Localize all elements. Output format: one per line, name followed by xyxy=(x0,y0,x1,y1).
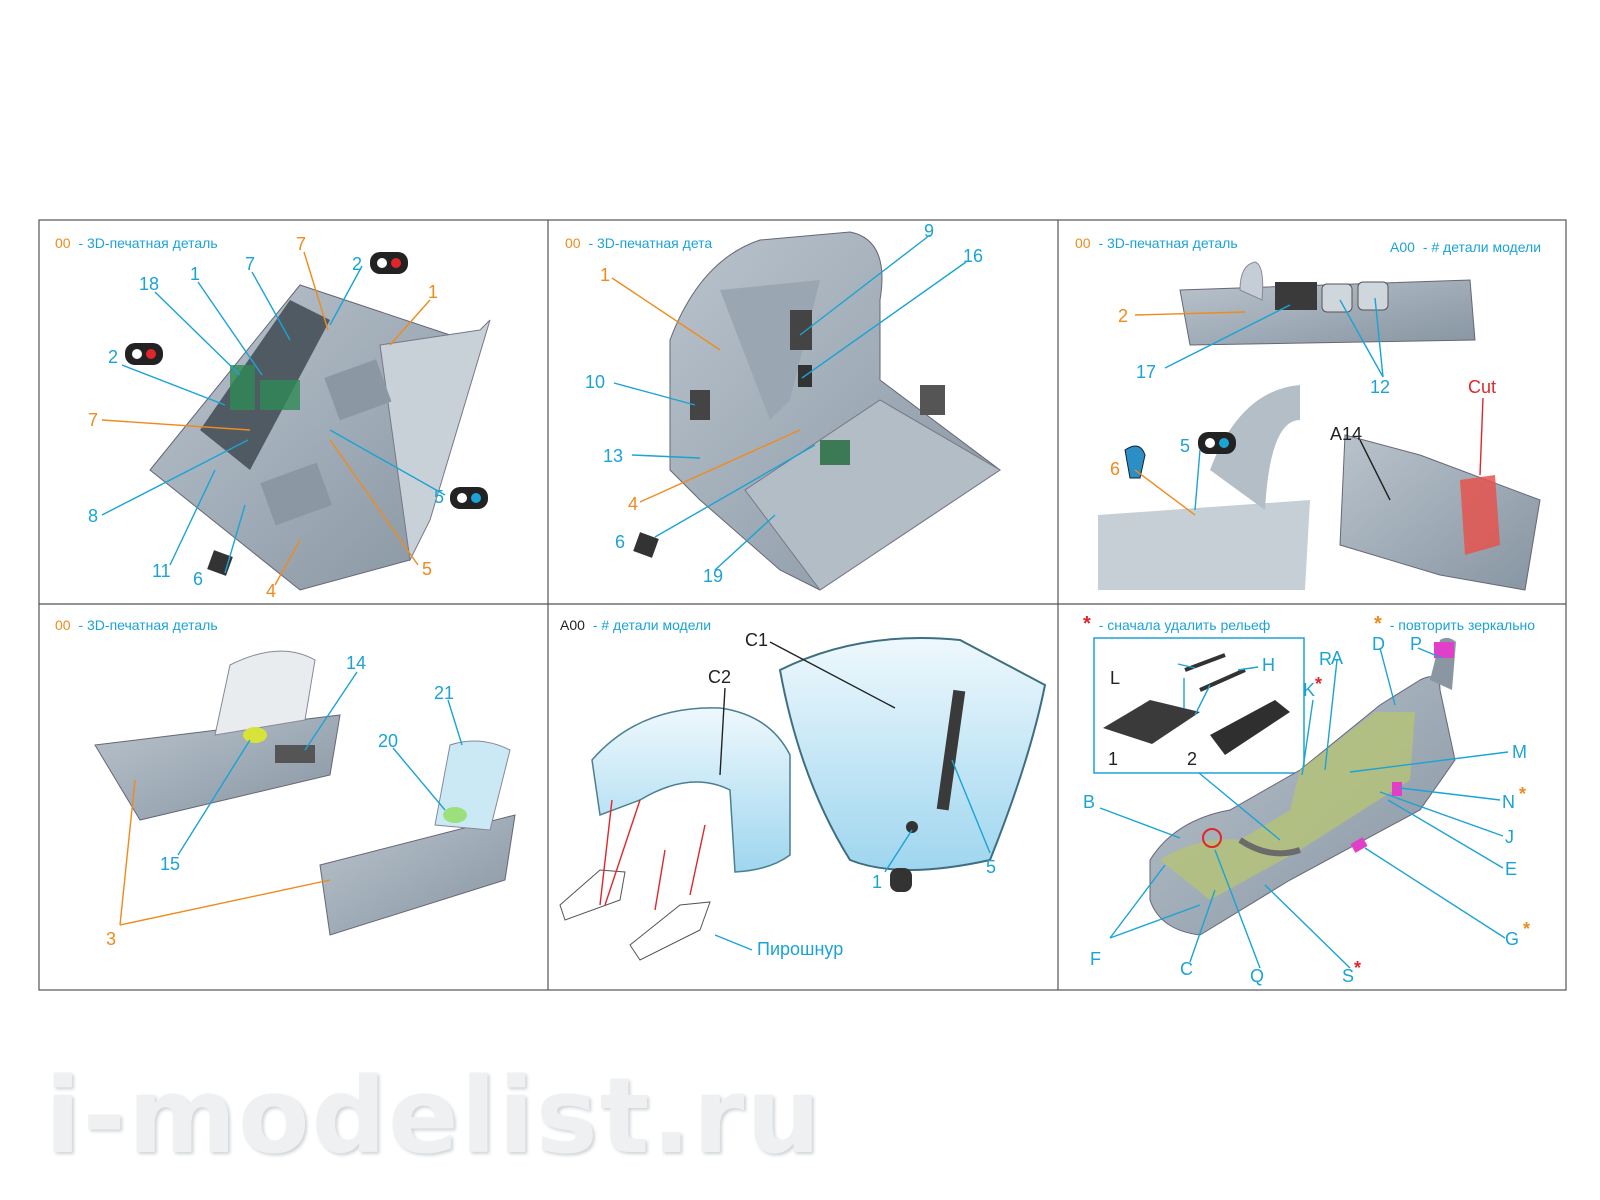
p1-label-8: 8 xyxy=(88,506,98,526)
watermark: i-modelist.ru xyxy=(45,1055,823,1177)
p6-label-B: B xyxy=(1083,792,1095,812)
p6-inset-label-L: L xyxy=(1110,668,1120,688)
p5-label-4: Пирошнур xyxy=(757,939,843,959)
p3-label-2: 12 xyxy=(1370,377,1390,397)
p1-label-7: 7 xyxy=(88,410,98,430)
pyro-cord-decals-illustration xyxy=(559,869,711,961)
p6-inset-label-R: R xyxy=(1319,649,1332,669)
cockpit-tub-rear-illustration xyxy=(669,231,1001,591)
p1-label-12: 5 xyxy=(434,487,444,507)
panel-2: 00 - 3D-печатная дета 9 16 1 10 xyxy=(565,221,1001,591)
p6-label-E: E xyxy=(1505,859,1517,879)
p6-inset-label-2: 2 xyxy=(1187,749,1197,769)
panel1-header: 00 - 3D-печатная деталь xyxy=(55,235,218,251)
p6-label-P: P xyxy=(1410,634,1422,654)
panel6-note-red: * - сначала удалить рельеф xyxy=(1083,613,1270,635)
panel-1: 00 - 3D-печатная деталь xyxy=(55,234,491,601)
p2-label-3: 10 xyxy=(585,372,605,392)
p1-label-10: 6 xyxy=(193,569,203,589)
p6-label-N: N* xyxy=(1502,784,1526,812)
p2-label-0: 9 xyxy=(924,221,934,241)
p1-label-9: 11 xyxy=(152,561,171,581)
p1-label-6: 2 xyxy=(108,347,118,367)
p6-inset-label-H: H xyxy=(1262,655,1275,675)
panel6-note-orange: * - повторить зеркально xyxy=(1374,613,1535,635)
p1-label-0: 7 xyxy=(296,234,306,254)
p4-label-2: 20 xyxy=(378,731,398,751)
cockpit-tub-illustration xyxy=(149,284,491,591)
p2-label-1: 16 xyxy=(963,246,983,266)
p1-label-5: 7 xyxy=(245,254,255,274)
p5-label-2: 1 xyxy=(872,872,882,892)
p3-label-3: Cut xyxy=(1468,377,1496,397)
p1-label-2: 1 xyxy=(428,282,438,302)
p2-label-6: 6 xyxy=(615,532,625,552)
ejection-seat-illustration xyxy=(1149,637,1456,936)
instrument-coaming-rear-illustration xyxy=(319,740,516,936)
p6-label-C: C xyxy=(1180,959,1193,979)
panel-grid xyxy=(38,219,1567,991)
windscreen-c2-illustration xyxy=(591,707,791,873)
panel3-model-header: A00 - # детали модели xyxy=(1390,239,1541,255)
panel3-header: 00 - 3D-печатная деталь xyxy=(1075,235,1238,251)
p1-label-3: 18 xyxy=(139,274,159,294)
p6-label-D: D xyxy=(1372,634,1385,654)
p4-label-3: 15 xyxy=(160,854,180,874)
panel2-header: 00 - 3D-печатная дета xyxy=(565,235,712,251)
p6-label-G: G* xyxy=(1505,919,1530,949)
panel-3: 00 - 3D-печатная деталь A00 - # детали м… xyxy=(1075,235,1541,591)
p4-label-1: 21 xyxy=(434,683,454,703)
decal-6-icon xyxy=(207,550,233,576)
p1-label-4: 1 xyxy=(190,264,200,284)
p1-label-13: 5 xyxy=(422,559,432,579)
decal-1-icon xyxy=(890,868,912,892)
p2-label-2: 1 xyxy=(600,265,610,285)
p6-label-A: A xyxy=(1331,648,1343,668)
part-6-icon xyxy=(1124,445,1146,479)
p1-label-11: 4 xyxy=(266,581,276,601)
p3-label-0: 2 xyxy=(1118,306,1128,326)
fuselage-side-illustration xyxy=(1098,385,1310,590)
panel5-header: A00 - # детали модели xyxy=(560,617,711,633)
p6-inset-label-1: 1 xyxy=(1108,749,1118,769)
panel4-header: 00 - 3D-печатная деталь xyxy=(55,617,218,633)
p6-label-M: M xyxy=(1512,742,1527,762)
p3-label-4: A14 xyxy=(1330,424,1362,444)
decal-2b-icon xyxy=(125,343,163,365)
p5-label-0: C1 xyxy=(745,630,768,650)
decal-6-icon xyxy=(633,532,659,558)
p2-label-5: 4 xyxy=(628,494,638,514)
panel-5: A00 - # детали модели C1 C2 xyxy=(559,617,1047,961)
p3-label-5: 5 xyxy=(1180,436,1190,456)
p1-label-1: 2 xyxy=(352,254,362,274)
p6-label-Q: Q xyxy=(1250,966,1264,986)
decal-2-icon xyxy=(370,252,408,274)
canopy-c1-illustration xyxy=(778,637,1047,871)
p6-label-J: J xyxy=(1505,827,1514,847)
panel-6: * - сначала удалить рельеф * - повторить… xyxy=(1083,613,1535,986)
a14-part-illustration xyxy=(1339,434,1541,591)
p5-label-3: 5 xyxy=(986,857,996,877)
p6-label-S: S* xyxy=(1342,958,1361,986)
side-console-illustration xyxy=(1179,261,1476,346)
p3-label-1: 17 xyxy=(1136,362,1156,382)
p2-label-4: 13 xyxy=(603,446,623,466)
panel-4: 00 - 3D-печатная деталь 14 21 20 15 3 xyxy=(55,617,516,949)
p6-label-F: F xyxy=(1090,949,1101,969)
p4-label-4: 3 xyxy=(106,929,116,949)
decal-5-icon xyxy=(1198,432,1236,454)
p4-label-0: 14 xyxy=(346,653,366,673)
p3-label-6: 6 xyxy=(1110,459,1120,479)
p6-label-K: K* xyxy=(1303,674,1322,700)
decal-5-icon xyxy=(450,487,488,509)
p5-label-1: C2 xyxy=(708,667,731,687)
p2-label-7: 19 xyxy=(703,566,723,586)
instrument-coaming-front-illustration xyxy=(94,650,341,821)
